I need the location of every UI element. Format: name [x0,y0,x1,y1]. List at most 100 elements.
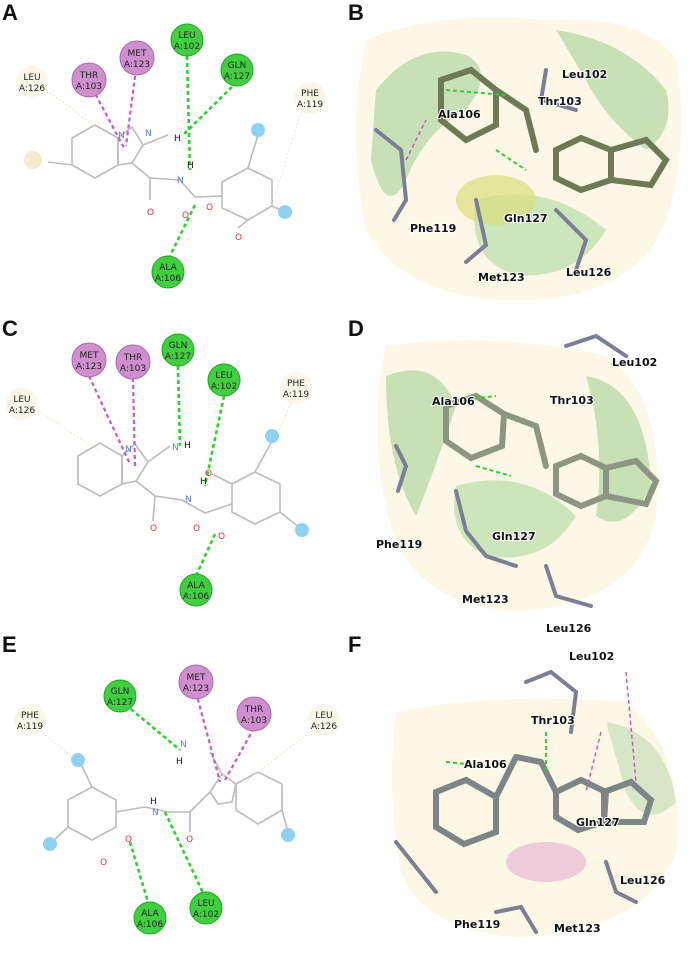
hbond-lines [176,365,226,577]
label-phe119: Phe119 [376,538,422,551]
pi-lines [194,691,255,783]
atom-label: N [145,129,152,139]
pi-lines [88,375,137,467]
atom-label: H [174,134,181,144]
svg-text:A:103: A:103 [241,716,267,726]
hbond-line [495,149,527,171]
atom-label: H [150,797,157,807]
pi-line [585,731,602,793]
atom-label: O [218,532,225,542]
panel-b: B Leu102 Thr103 Ala106 Phe119 Gln127 Met… [346,0,692,316]
svg-text:ALA: ALA [141,909,159,919]
atom-label: H [184,441,191,451]
atom-label: N [177,176,184,186]
svg-text:GLN: GLN [169,341,188,351]
label-phe119: Phe119 [410,222,456,235]
residue-phe119: PHE A:119 [280,372,312,404]
hbond-line [475,465,512,477]
atom-halogen [71,753,85,767]
vdw-lines [29,391,297,452]
docking-view-f: Leu102 Thr103 Ala106 Gln127 Leu126 Phe11… [392,649,678,937]
pi-line [625,671,637,783]
svg-text:A:102: A:102 [174,42,200,52]
svg-text:A:123: A:123 [76,362,102,372]
atom-label: O [206,203,213,213]
svg-text:A:103: A:103 [76,82,102,92]
svg-text:A:127: A:127 [165,352,191,362]
svg-text:A:102: A:102 [193,910,219,920]
atom-label: H [176,757,183,767]
svg-text:A:119: A:119 [17,722,43,732]
svg-text:PHE: PHE [287,379,305,389]
svg-text:A:127: A:127 [224,72,250,82]
panel-c: C N N H [0,316,346,632]
label-ala106: Ala106 [438,108,481,121]
atom-label: H [187,161,194,171]
vdw-lines [39,84,306,196]
ligand-sticks [443,392,660,510]
residue-thr103: THR A:103 [71,62,107,98]
atom-halogen [265,429,279,443]
surface-green [606,722,676,815]
label-met123: Met123 [478,271,525,284]
label-phe119: Phe119 [454,918,500,931]
vdw-lines [29,721,311,783]
residue-met123: MET A:123 [178,664,214,700]
residue-gln127: GLN A:127 [220,53,254,87]
svg-text:A:123: A:123 [124,60,150,70]
atom-label: O [186,835,193,845]
svg-text:MET: MET [80,351,99,361]
panel-f: F Leu102 Thr103 Ala106 Gln127 Leu126 Phe… [346,632,692,949]
label-thr103: Thr103 [531,714,575,727]
panel-label-c: C [2,316,18,341]
panel-label-b: B [348,0,364,25]
label-leu126: Leu126 [620,874,666,887]
residue-gln127: GLN A:127 [161,333,195,367]
ligand-sticks [438,66,670,194]
protein-sticks [374,68,589,272]
label-gln127: Gln127 [576,816,620,829]
label-thr103: Thr103 [550,394,594,407]
hbond-line [445,89,507,96]
protein-sticks [394,333,628,608]
svg-text:A:119: A:119 [283,390,309,400]
svg-text:A:103: A:103 [120,364,146,374]
ligand-skeleton [77,440,301,529]
svg-text:LEU: LEU [315,711,332,721]
label-leu102: Leu102 [569,650,614,663]
svg-text:MET: MET [187,673,206,683]
residue-gln127: GLN A:127 [103,679,137,713]
svg-text:THR: THR [244,705,264,715]
svg-text:LEU: LEU [13,395,30,405]
atom-label: O [193,524,200,534]
residue-thr103: THR A:103 [236,696,272,732]
atom-label: O [125,835,132,845]
panel-label-d: D [348,316,364,341]
label-ala106: Ala106 [432,395,475,408]
residue-phe119: PHE A:119 [14,704,46,736]
residue-ala106: ALA A:106 [133,901,167,935]
svg-text:ALA: ALA [187,581,205,591]
svg-text:PHE: PHE [301,89,319,99]
pi-line [405,119,427,161]
panel-d: D Leu102 Thr103 Ala106 Phe119 Gln127 Met… [346,316,692,636]
svg-text:A:102: A:102 [211,382,237,392]
panel-e: E H N H [0,632,346,949]
atom-label: O [147,208,154,218]
atom-halogen [251,123,265,137]
residue-phe119: PHE A:119 [294,82,326,114]
residue-leu126: LEU A:126 [308,704,340,736]
svg-text:A:126: A:126 [9,406,35,416]
residue-leu126: LEU A:126 [16,66,48,98]
surface-yellow [456,175,536,225]
atom-label: N [185,495,192,505]
ligand-sticks [433,754,655,848]
label-ala106: Ala106 [464,758,507,771]
svg-text:LEU: LEU [215,371,232,381]
residue-leu126: LEU A:126 [6,388,38,420]
svg-text:ALA: ALA [159,263,177,273]
atom-label: O [150,524,157,534]
panel-label-a: A [2,0,18,25]
residue-thr103: THR A:103 [115,344,151,380]
svg-text:A:123: A:123 [183,684,209,694]
